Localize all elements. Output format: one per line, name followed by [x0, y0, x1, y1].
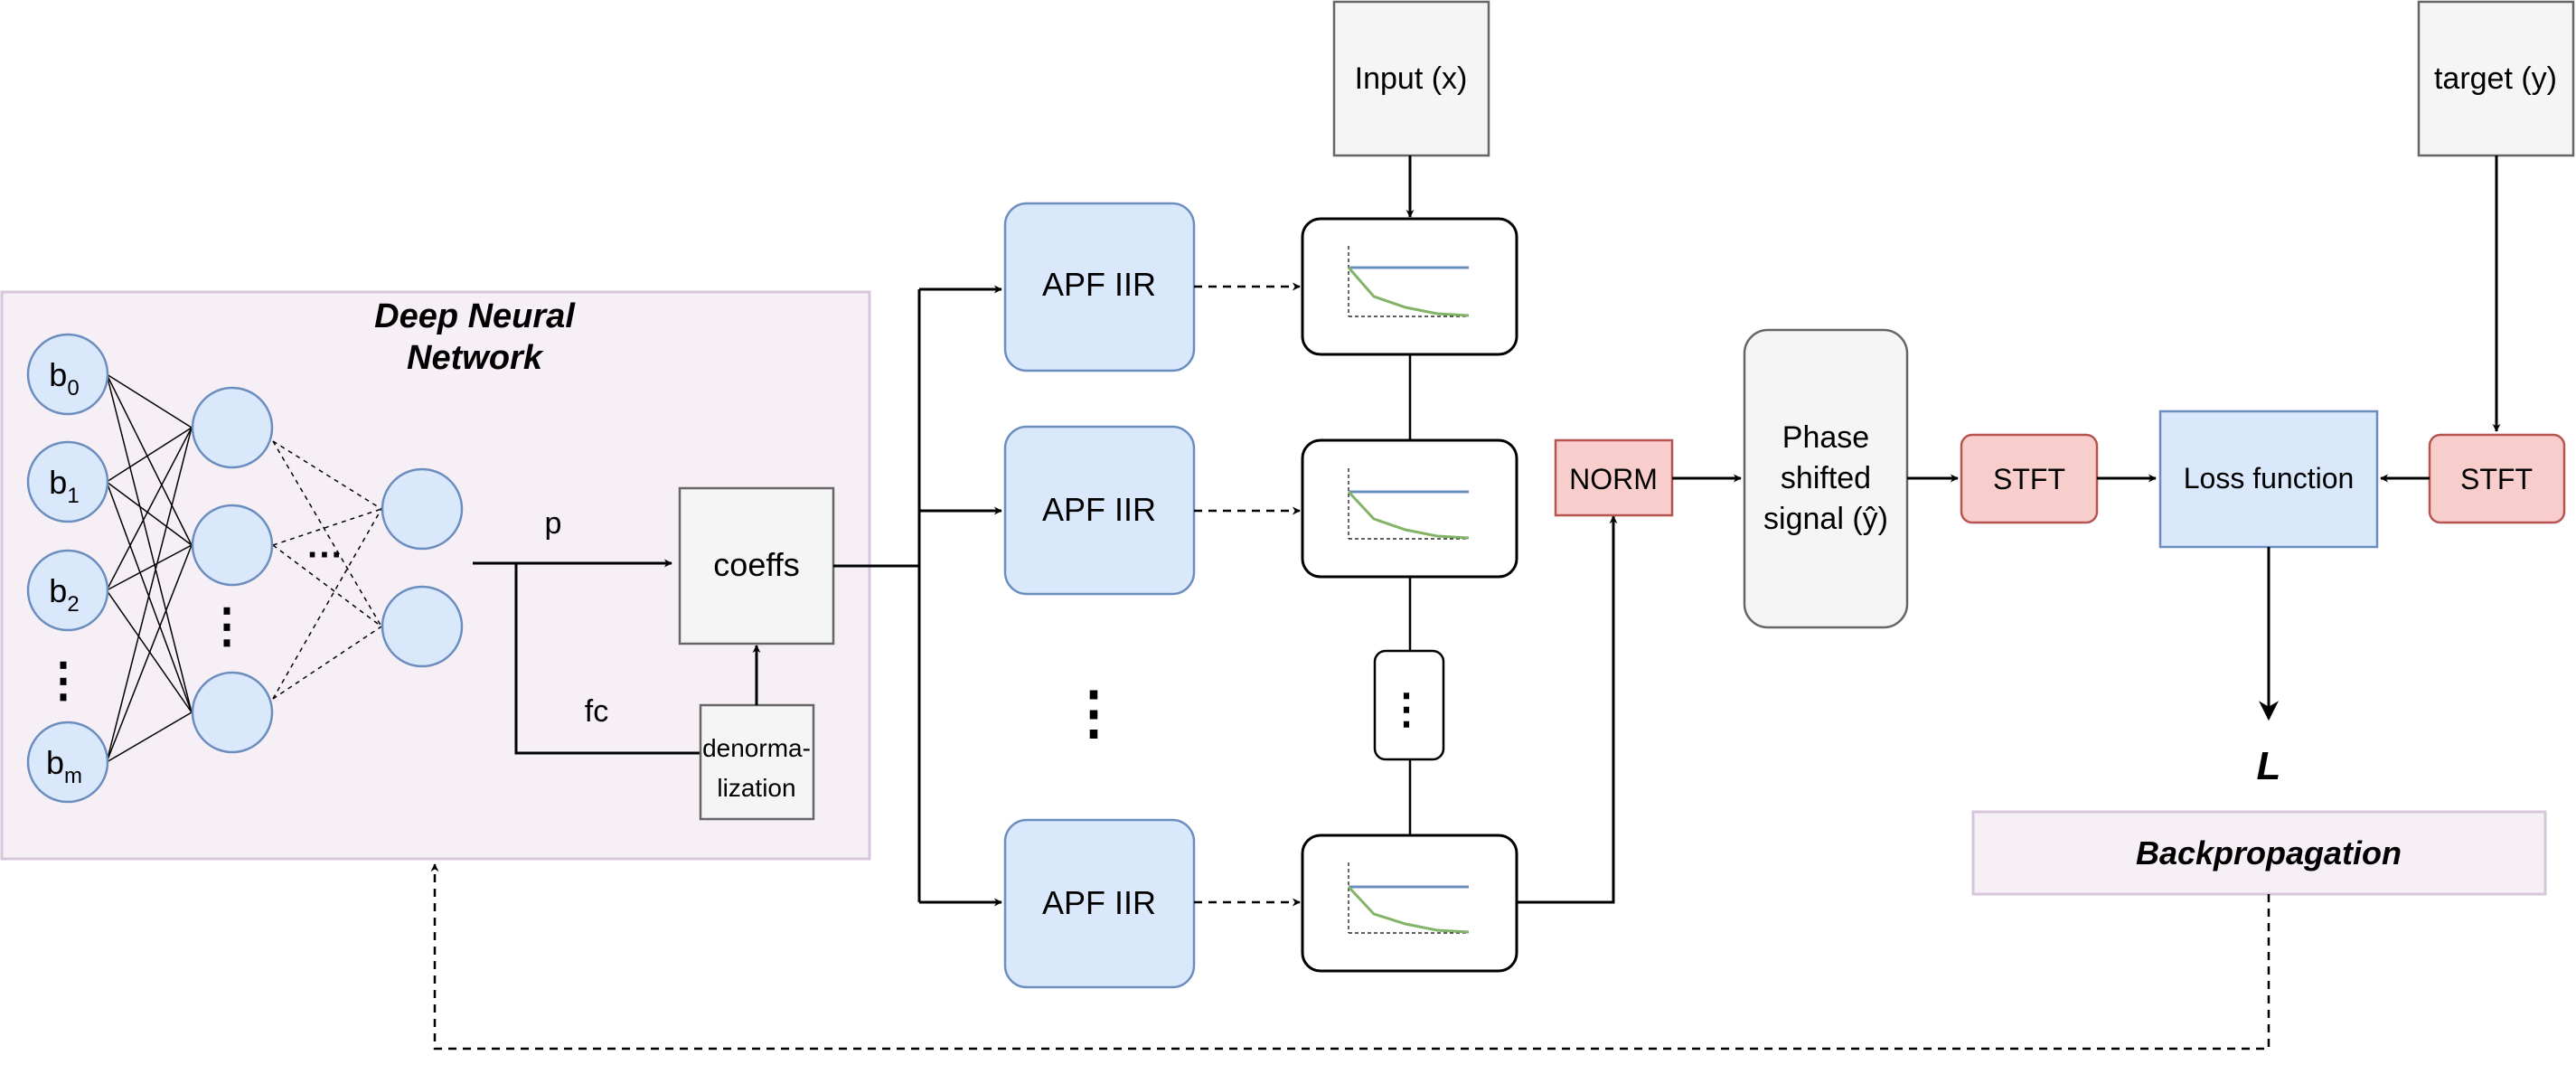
response-plot-1 [1301, 217, 1518, 356]
hidden-node-3 [191, 671, 274, 754]
cascade-ellipsis: ⋮ [1386, 685, 1427, 732]
target-y-box: target (y) [2417, 0, 2575, 157]
hidden-output-connections [272, 440, 382, 700]
coeffs-box [678, 486, 835, 645]
input-node-label: b [46, 744, 64, 781]
input-node-subscript: 1 [67, 484, 79, 508]
apf-filters-ellipsis: ⋮ [1065, 680, 1123, 745]
hidden-node-2 [191, 504, 274, 587]
input-node-m: bm [26, 721, 109, 804]
fc-line [514, 563, 700, 755]
stft-right-label: STFT [2460, 463, 2533, 495]
denormalization-label-line1: denorma- [702, 734, 811, 762]
apf-filter-label: APF IIR [1042, 491, 1156, 528]
output-node-1 [381, 467, 464, 551]
input-hidden-connections [106, 373, 193, 763]
backpropagation-label: Backpropagation [2136, 834, 2402, 871]
phase-shifted-signal-box: Phase shifted signal (ŷ) [1743, 328, 1909, 629]
layers-ellipsis: ··· [307, 535, 343, 575]
input-node-0: b0 [26, 333, 109, 416]
apf-filter-2: APF IIR [1003, 425, 1196, 596]
hidden-node-1 [191, 386, 274, 469]
input-node-label: b [49, 356, 67, 393]
apf-response-connections [1194, 282, 1301, 907]
svg-text:b2: b2 [49, 572, 79, 617]
dnn-title-line1: Deep Neural [374, 297, 576, 335]
stft-right-box: STFT [2428, 433, 2566, 524]
fc-label: fc [585, 694, 608, 729]
input-node-subscript: 0 [67, 376, 79, 400]
loss-symbol: L [2257, 744, 2281, 788]
input-node-2: b2 [26, 549, 109, 632]
cascade-to-norm-arrow [1517, 515, 1618, 904]
apf-filter-1: APF IIR [1003, 202, 1196, 372]
backpropagation-box: Backpropagation [1971, 810, 2547, 896]
dnn-title-line2: Network [407, 339, 544, 377]
denormalization-box [699, 703, 815, 821]
input-node-subscript: 2 [67, 592, 79, 617]
output-node-2 [381, 585, 464, 668]
stft-left-label: STFT [1993, 463, 2065, 495]
apf-filter-label: APF IIR [1042, 266, 1156, 303]
input-node-subscript: m [64, 764, 82, 788]
phase-label-line1: Phase [1782, 420, 1869, 455]
apf-filter-label: APF IIR [1042, 884, 1156, 921]
norm-box: NORM [1554, 438, 1674, 517]
svg-text:b0: b0 [49, 356, 79, 400]
input-node-1: b1 [26, 440, 109, 523]
dnn-panel: Deep Neural Network b0 b1 b2 ⋮ [0, 290, 871, 861]
loss-function-box: Loss function [2158, 410, 2379, 549]
coeffs-label: coeffs [713, 546, 799, 583]
response-plot-2 [1301, 438, 1518, 579]
target-y-label: target (y) [2434, 61, 2557, 96]
backpropagation-feedback-arrow [430, 863, 2270, 1050]
input-node-label: b [49, 572, 67, 609]
loss-function-label: Loss function [2184, 462, 2355, 495]
denormalization-label-line2: lization [717, 774, 795, 802]
phase-label-line3: signal (ŷ) [1763, 502, 1888, 536]
hidden-nodes-ellipsis: ⋮ [203, 600, 250, 653]
response-plot-n [1301, 834, 1518, 973]
coeffs-distribution-lines [833, 285, 1002, 907]
input-node-label: b [49, 464, 67, 501]
input-nodes-ellipsis: ⋮ [40, 655, 87, 707]
svg-text:bm: bm [46, 744, 82, 788]
p-label: p [545, 506, 562, 541]
svg-text:b1: b1 [49, 464, 79, 508]
cascade-ellipsis-box: ⋮ [1373, 649, 1445, 761]
norm-label: NORM [1569, 463, 1658, 495]
stft-left-box: STFT [1960, 433, 2099, 524]
apf-filter-n: APF IIR [1003, 818, 1196, 989]
input-x-label: Input (x) [1355, 61, 1468, 96]
phase-label-line2: shifted [1781, 461, 1871, 495]
input-x-box: Input (x) [1332, 0, 1490, 157]
